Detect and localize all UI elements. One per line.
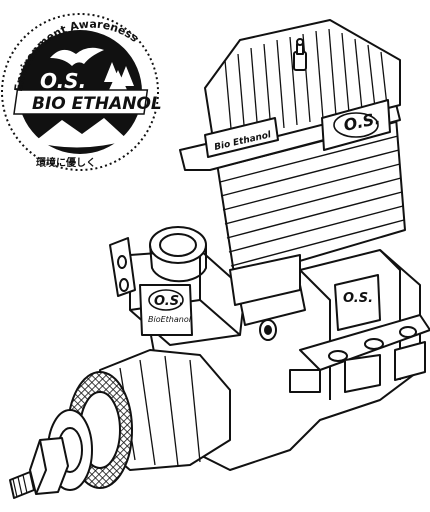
engine-drawing — [9, 19, 430, 499]
carburetor-logo-plate — [139, 284, 193, 336]
tree-icons — [104, 62, 134, 92]
head-logo-plate — [321, 99, 391, 151]
carburetor-logo-text: O.S. — [154, 294, 184, 309]
mounting-lugs — [289, 314, 430, 393]
bird-icon — [50, 47, 104, 66]
carburetor-script-text: BioEthanol — [148, 315, 192, 324]
mountain-icon — [34, 118, 128, 148]
crankcase-logo-text: O.S. — [343, 291, 373, 306]
bio-ethanol-badge: O.S. BIO ETHANOL Environment Awareness 環… — [1, 13, 162, 171]
badge-japanese-text: 環境に優しく — [36, 156, 96, 169]
carburetor-intake — [149, 226, 207, 283]
exhaust-port — [229, 254, 301, 306]
glow-plug — [293, 38, 307, 71]
cylinder-label-strip — [204, 117, 279, 158]
crankshaft-threads — [9, 471, 35, 499]
throttle-arm — [109, 237, 136, 297]
crankcase-logo-plate — [334, 274, 381, 331]
badge-brand: O.S. — [40, 69, 86, 93]
prop-nut — [29, 437, 69, 495]
badge-title: BIO ETHANOL — [32, 94, 162, 114]
